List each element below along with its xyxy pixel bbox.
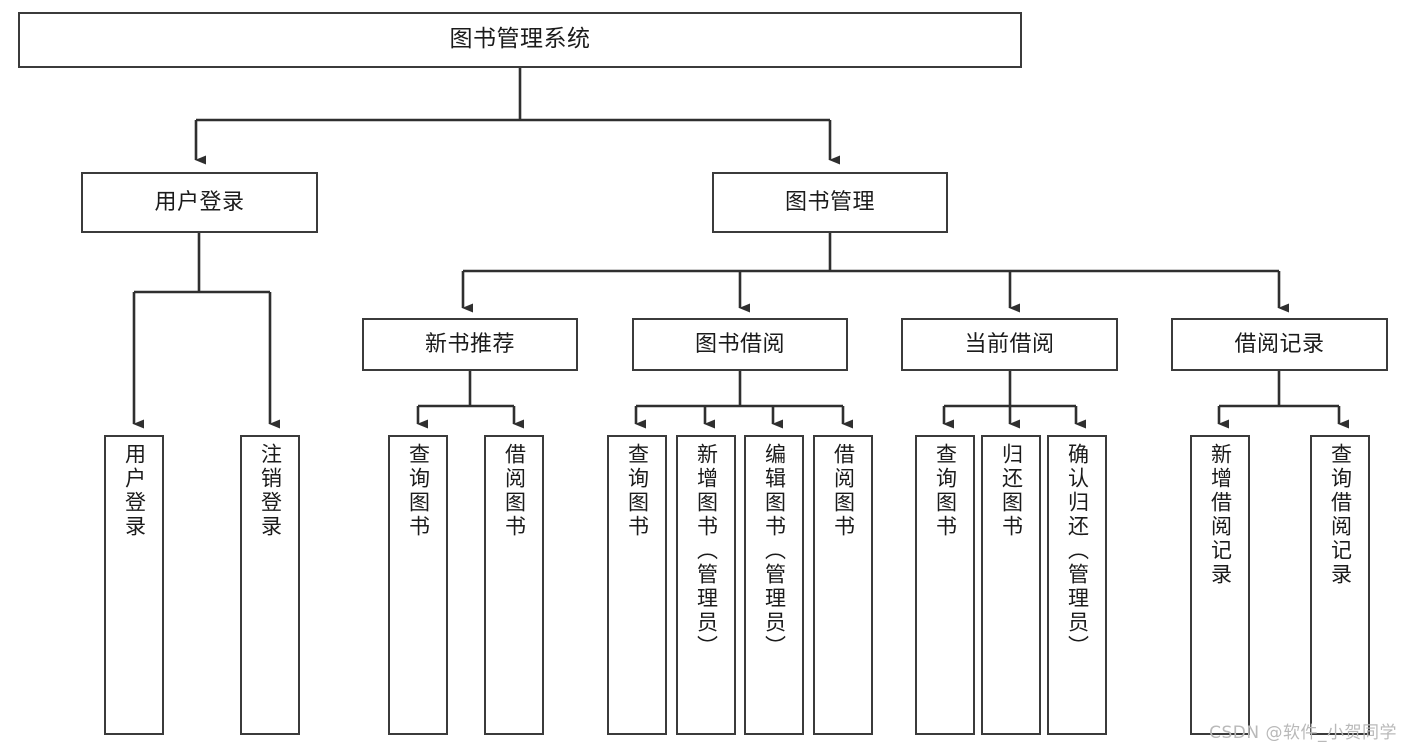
node-label: 查询图书 [406, 443, 431, 539]
node-borrow-record[interactable]: 借阅记录 [1171, 318, 1388, 371]
node-label: 新书推荐 [424, 331, 515, 357]
node-label: 借阅图书 [502, 443, 527, 539]
node-label: 借阅记录 [1234, 331, 1325, 357]
node-label: 注销登录 [258, 443, 283, 539]
node-label: 借阅图书 [831, 443, 856, 539]
node-leaf-query-book-2[interactable]: 查询图书 [607, 435, 667, 735]
node-label: 查询图书 [933, 443, 958, 539]
node-leaf-user-login[interactable]: 用户登录 [104, 435, 164, 735]
node-user-login[interactable]: 用户登录 [81, 172, 318, 233]
node-leaf-borrow-book-1[interactable]: 借阅图书 [484, 435, 544, 735]
node-label: 查询图书 [625, 443, 650, 539]
node-label: 当前借阅 [964, 331, 1055, 357]
node-label: 图书管理系统 [449, 26, 591, 53]
node-leaf-edit-book[interactable]: 编辑图书（管理员） [744, 435, 804, 735]
node-leaf-return-book[interactable]: 归还图书 [981, 435, 1041, 735]
node-current-borrow[interactable]: 当前借阅 [901, 318, 1118, 371]
node-book-manage[interactable]: 图书管理 [712, 172, 948, 233]
node-leaf-query-book-1[interactable]: 查询图书 [388, 435, 448, 735]
node-leaf-query-book-3[interactable]: 查询图书 [915, 435, 975, 735]
node-leaf-borrow-book-2[interactable]: 借阅图书 [813, 435, 873, 735]
node-leaf-logout[interactable]: 注销登录 [240, 435, 300, 735]
csdn-watermark: CSDN @软件_小贺同学 [1209, 723, 1397, 743]
node-label: 编辑图书（管理员） [762, 443, 787, 659]
node-label: 归还图书 [999, 443, 1024, 539]
node-label: 图书管理 [784, 189, 875, 215]
node-new-book-recommend[interactable]: 新书推荐 [362, 318, 578, 371]
node-label: 新增图书（管理员） [694, 443, 719, 659]
node-book-borrow[interactable]: 图书借阅 [632, 318, 848, 371]
node-label: 图书借阅 [694, 331, 785, 357]
node-root-system[interactable]: 图书管理系统 [18, 12, 1022, 68]
node-label: 查询借阅记录 [1328, 443, 1353, 587]
node-leaf-confirm-return[interactable]: 确认归还（管理员） [1047, 435, 1107, 735]
node-leaf-query-record[interactable]: 查询借阅记录 [1310, 435, 1370, 735]
node-label: 新增借阅记录 [1208, 443, 1233, 587]
node-leaf-add-record[interactable]: 新增借阅记录 [1190, 435, 1250, 735]
node-label: 确认归还（管理员） [1065, 443, 1090, 659]
node-label: 用户登录 [122, 443, 147, 539]
node-leaf-add-book[interactable]: 新增图书（管理员） [676, 435, 736, 735]
node-label: 用户登录 [154, 189, 245, 215]
